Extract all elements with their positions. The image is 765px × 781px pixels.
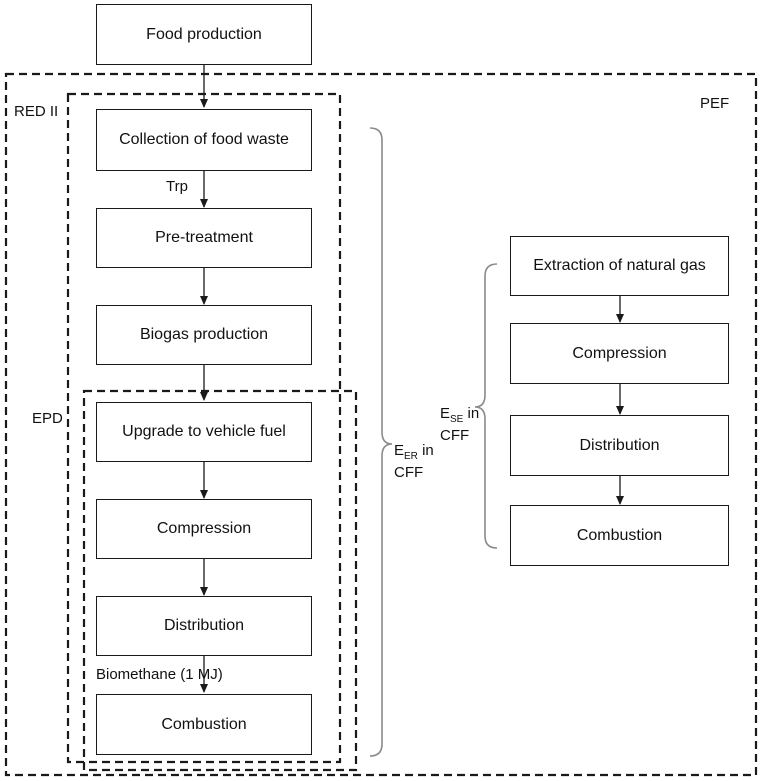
epd-boundary <box>82 389 358 772</box>
eer-main: E <box>394 442 405 459</box>
trp-label: Trp <box>166 178 188 195</box>
eer-cff: CFF <box>394 463 424 481</box>
eer-suffix: in <box>417 442 434 459</box>
eer-label: EER in CFF <box>394 442 434 482</box>
combustion-box: Combustion <box>96 694 312 755</box>
distribution-text: Distribution <box>163 617 245 635</box>
ng-combustion-box: Combustion <box>510 505 729 566</box>
collection-text: Collection of food waste <box>119 131 289 149</box>
ese-label: ESE in CFF <box>440 405 479 445</box>
biogas-production-box: Biogas production <box>96 305 312 365</box>
upgrade-text: Upgrade to vehicle fuel <box>122 423 286 441</box>
combustion-text: Combustion <box>161 715 247 733</box>
pretreatment-text: Pre-treatment <box>155 229 253 247</box>
ng-combustion-text: Combustion <box>576 526 663 544</box>
food-production-text: Food production <box>146 25 262 43</box>
biogas-production-text: Biogas production <box>139 326 269 344</box>
pef-boundary <box>4 72 758 777</box>
ese-main: E <box>440 405 451 422</box>
eer-brace <box>369 127 393 757</box>
compression-box: Compression <box>96 499 312 559</box>
food-production-box: Food production <box>96 4 312 65</box>
ng-compression-box: Compression <box>510 323 729 384</box>
pef-label: PEF <box>700 95 730 112</box>
ng-compression-text: Compression <box>572 344 667 362</box>
epd-label: EPD <box>32 410 63 427</box>
ese-cff: CFF <box>440 426 470 444</box>
pretreatment-box: Pre-treatment <box>96 208 312 268</box>
extraction-text: Extraction of natural gas <box>533 257 706 275</box>
compression-text: Compression <box>156 520 252 538</box>
ese-subscript: SE <box>450 414 464 425</box>
biomethane-label: Biomethane (1 MJ) <box>96 666 223 683</box>
upgrade-box: Upgrade to vehicle fuel <box>96 402 312 462</box>
distribution-box: Distribution <box>96 596 312 656</box>
ese-brace <box>474 263 498 549</box>
eer-subscript: ER <box>404 451 418 462</box>
ese-suffix: in <box>463 405 480 422</box>
red-ii-label: RED II <box>14 103 59 120</box>
ng-distribution-box: Distribution <box>510 415 729 476</box>
extraction-box: Extraction of natural gas <box>510 236 729 296</box>
ng-distribution-text: Distribution <box>579 436 660 454</box>
collection-box: Collection of food waste <box>96 109 312 171</box>
